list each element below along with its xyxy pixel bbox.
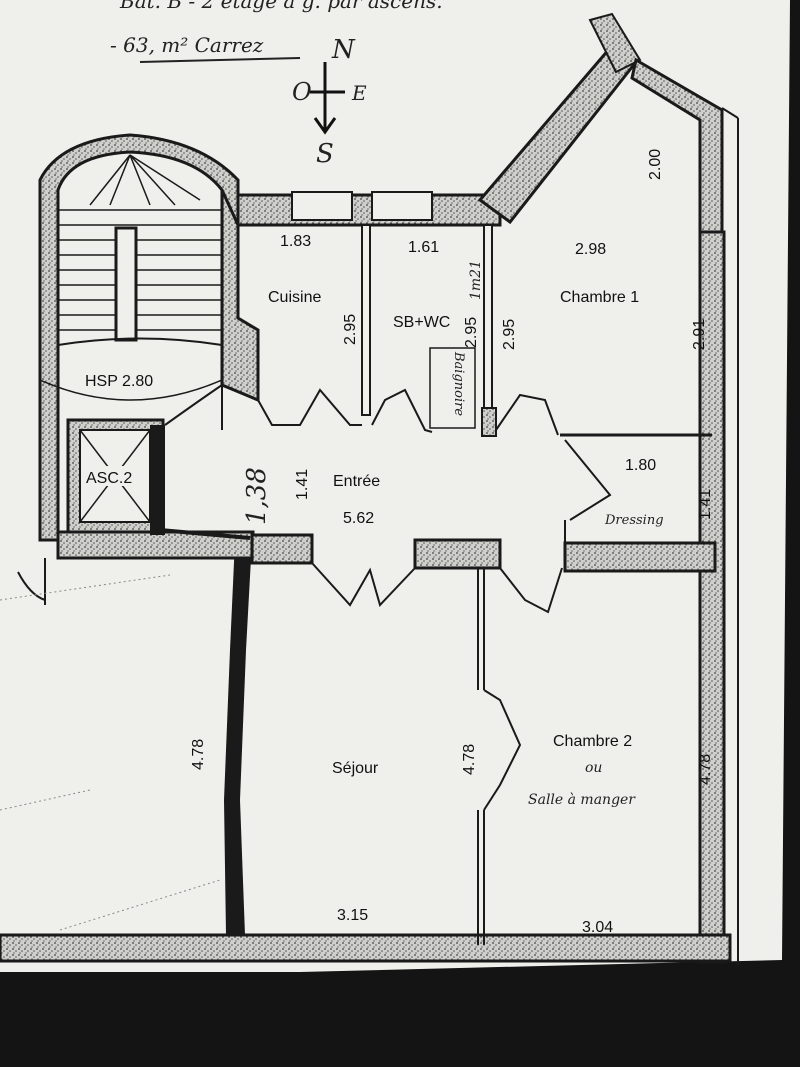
cuisine-label: Cuisine bbox=[268, 289, 321, 306]
sbwc-height: 2.95 bbox=[463, 317, 480, 348]
compass: N O E S bbox=[292, 35, 367, 169]
chambre2-hand-note: Salle à manger bbox=[528, 792, 636, 808]
entree-area: 5.62 bbox=[343, 510, 374, 527]
compass-west: O bbox=[292, 78, 312, 106]
chambre1-diagonal: 2.00 bbox=[647, 149, 664, 180]
compass-east: E bbox=[351, 81, 367, 105]
chambre2-height: 4.78 bbox=[697, 754, 714, 785]
entree-hand-note: 1,38 bbox=[242, 467, 272, 525]
sbwc-hand-note: 1m21 bbox=[468, 260, 484, 300]
area-underline bbox=[139, 57, 301, 63]
elevator: ASC.2 bbox=[66, 418, 165, 534]
compass-north: N bbox=[331, 35, 356, 65]
left-room-dashes bbox=[0, 574, 221, 931]
sbwc-label: SB+WC bbox=[393, 314, 450, 331]
sbwc-width: 1.61 bbox=[408, 239, 439, 256]
elevator-label: ASC.2 bbox=[86, 470, 132, 487]
dressing-hand-label: Dressing bbox=[604, 513, 664, 528]
chambre1-height-right: 2.91 bbox=[691, 319, 708, 350]
dressing-width: 1.80 bbox=[625, 457, 656, 474]
entree-height: 1.41 bbox=[294, 469, 311, 500]
chambre2-label: Chambre 2 bbox=[553, 733, 632, 750]
cuisine-height: 2.95 bbox=[342, 314, 359, 345]
bathtub bbox=[429, 347, 476, 429]
chambre1-width: 2.98 bbox=[575, 241, 606, 258]
bathtub-label: Baignoire bbox=[451, 351, 466, 416]
sejour-width: 3.15 bbox=[337, 907, 368, 924]
interior-walls bbox=[150, 224, 717, 945]
entree-label: Entrée bbox=[333, 473, 380, 490]
compass-south: S bbox=[316, 139, 334, 169]
stairwell-label: HSP 2.80 bbox=[85, 373, 153, 390]
top-scribble: Bat. B - 2 étage à g. par ascens. bbox=[119, 0, 443, 13]
chambre2-hand-or: ou bbox=[585, 760, 602, 776]
outer-walls bbox=[0, 12, 739, 965]
dressing-height: 1.41 bbox=[697, 489, 714, 520]
sejour-height: 4.78 bbox=[461, 744, 478, 775]
paper-sheet bbox=[0, 0, 790, 972]
chambre1-label: Chambre 1 bbox=[560, 289, 639, 306]
chambre1-height-left: 2.95 bbox=[501, 319, 518, 350]
cuisine-width: 1.83 bbox=[280, 233, 311, 250]
sejour-label: Séjour bbox=[332, 760, 379, 777]
door-swings bbox=[17, 384, 612, 811]
area-note: - 63, m² Carrez bbox=[110, 33, 264, 57]
chambre2-width: 3.04 bbox=[582, 919, 613, 936]
left-room-height: 4.78 bbox=[190, 739, 207, 770]
